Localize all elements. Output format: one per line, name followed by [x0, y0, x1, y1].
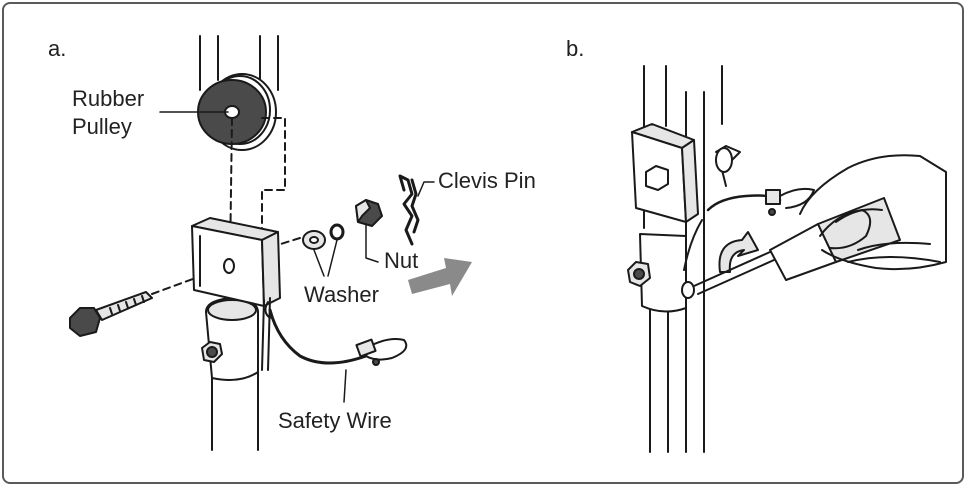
hex-nut [355, 199, 383, 227]
rubber-pulley-label-line1: Rubber [72, 86, 145, 111]
safety-wire [264, 301, 408, 366]
panel-b-pole [627, 233, 687, 313]
hand [799, 154, 947, 271]
clevis-pin [398, 174, 420, 246]
rotation-arrow [718, 231, 759, 273]
panel-b-label: b. [566, 36, 585, 61]
panel-a-label: a. [48, 36, 67, 61]
rubber-pulley [197, 73, 277, 151]
leader-lines [159, 111, 435, 403]
screwdriver [681, 197, 901, 299]
hex-bolt [69, 291, 153, 337]
washer-flat [302, 230, 326, 250]
panel-b-bracket [631, 123, 699, 223]
panel-a-upper-rails [199, 35, 279, 91]
rubber-pulley-label-line2: Pulley [72, 114, 132, 139]
washer-lock [329, 223, 345, 241]
pole-side-nut [201, 341, 223, 363]
panel-b-clevis [683, 145, 815, 271]
nut-label: Nut [384, 248, 419, 273]
direction-arrow [408, 258, 472, 296]
panel-a-lower-pole [205, 297, 259, 451]
bracket-plate [191, 217, 281, 371]
washer-label: Washer [304, 282, 379, 307]
clevis-pin-label: Clevis Pin [438, 168, 536, 193]
safety-wire-label: Safety Wire [278, 408, 392, 433]
